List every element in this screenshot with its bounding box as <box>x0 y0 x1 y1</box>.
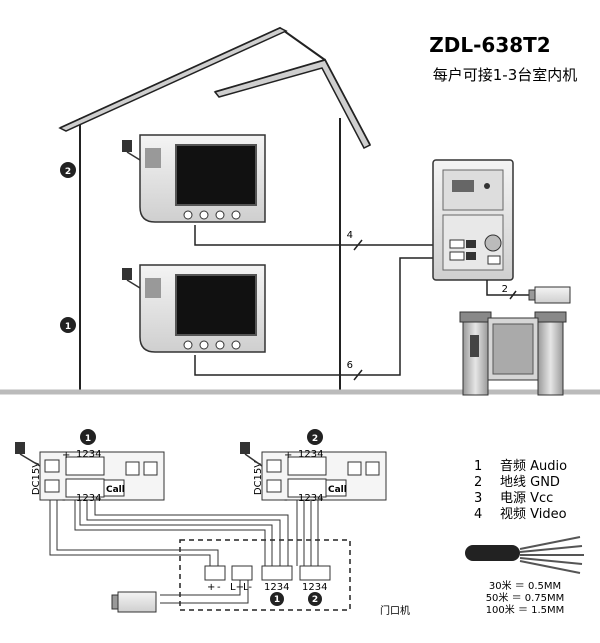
indoor-unit-1-call: Call <box>106 485 125 495</box>
indoor-unit-1-adapter-icon <box>15 442 41 467</box>
legend-text-1: 音频 Audio <box>500 458 567 474</box>
indoor-unit-2-number: 2 <box>312 434 318 444</box>
bottom-cable-count: 6 <box>347 360 353 371</box>
door-lock-plus: L+ <box>230 582 244 593</box>
door-unit-label: 门口机 <box>380 604 410 617</box>
indoor-unit-1-terminals-top: 1234 <box>76 449 101 460</box>
legend-text-3: 电源 Vcc <box>500 491 553 506</box>
floor-1-badge <box>60 317 76 333</box>
camera-cable-count: 2 <box>502 284 508 295</box>
indoor-unit-2-badge <box>307 429 323 445</box>
cable-icon <box>465 536 584 574</box>
camera-grille-icon <box>452 180 474 192</box>
title: ZDL-638T2 <box>429 33 550 57</box>
roof-shading <box>58 27 372 149</box>
key-lock-icon <box>484 234 502 252</box>
electric-lock-icon <box>528 286 571 304</box>
door-group-2-pins: 1234 <box>302 582 327 593</box>
electric-lock-lower-icon <box>111 591 157 613</box>
legend-text-2: 地线 GND <box>500 475 560 490</box>
door-group-1-pins: 1234 <box>264 582 289 593</box>
indoor-unit-1-number: 1 <box>85 434 91 444</box>
lock-cable <box>486 280 535 300</box>
indoor-unit-2-terminals-top: 1234 <box>298 449 323 460</box>
wiring-lines <box>49 500 319 604</box>
indoor-unit-1-panel <box>39 451 165 501</box>
card-reader-icon <box>487 255 501 265</box>
indoor-monitor-upper <box>139 134 266 223</box>
indoor-monitor-lower <box>139 264 266 353</box>
door-terminals <box>204 565 331 581</box>
door-group-2-badge <box>308 592 322 606</box>
indoor-unit-2-terminals-bottom: 1234 <box>298 493 323 504</box>
legend-num-4: 4 <box>474 507 482 522</box>
power-adapter-icon-lower <box>122 268 141 289</box>
speaker-grille-icon <box>145 278 161 298</box>
indoor-unit-2-plus: + <box>284 450 292 461</box>
cable-spec-1: 30米 ＝ 0.5MM <box>489 579 561 592</box>
cable-spec-2: 50米 ＝ 0.75MM <box>486 591 565 604</box>
door-group-2-number: 2 <box>312 595 318 605</box>
subtitle: 每户可接1-3台室内机 <box>433 66 578 84</box>
indoor-unit-1-dc: DC15V <box>31 461 42 495</box>
legend-text-4: 视频 Video <box>500 507 567 522</box>
indoor-unit-1-badge <box>80 429 96 445</box>
indoor-unit-2-call: Call <box>328 485 347 495</box>
legend: 1 音频 Audio 2 地线 GND 3 电源 Vcc 4 视频 Video <box>474 458 567 522</box>
cable-spec-3: 100米 ＝ 1.5MM <box>486 603 565 616</box>
door-power-minus: - <box>217 582 221 593</box>
door-station <box>432 159 514 281</box>
top-cable-count: 4 <box>347 230 353 241</box>
legend-num-3: 3 <box>474 491 482 506</box>
indoor-unit-1-terminals-bottom: 1234 <box>76 493 101 504</box>
legend-num-2: 2 <box>474 475 482 490</box>
indoor-unit-2-minus: - <box>284 495 288 506</box>
floor-1-label: 1 <box>65 322 71 332</box>
speaker-grille-icon <box>145 148 161 168</box>
indoor-unit-1-plus: + <box>62 450 70 461</box>
door-power-plus: + <box>207 582 215 593</box>
indoor-unit-2-panel <box>261 451 387 501</box>
camera-lens-icon <box>484 183 490 189</box>
floor-2-badge <box>60 162 76 178</box>
indoor-unit-1-minus: - <box>62 495 66 506</box>
legend-num-1: 1 <box>474 459 482 474</box>
door-group-1-badge <box>270 592 284 606</box>
indoor-unit-2-adapter-icon <box>240 442 263 467</box>
monitor-cables <box>194 225 435 381</box>
floor-2-label: 2 <box>65 167 71 177</box>
gate-icon <box>459 311 567 396</box>
indoor-unit-2-dc: DC15V <box>253 461 264 495</box>
power-adapter-icon-upper <box>122 140 141 161</box>
door-group-1-number: 1 <box>274 595 280 605</box>
